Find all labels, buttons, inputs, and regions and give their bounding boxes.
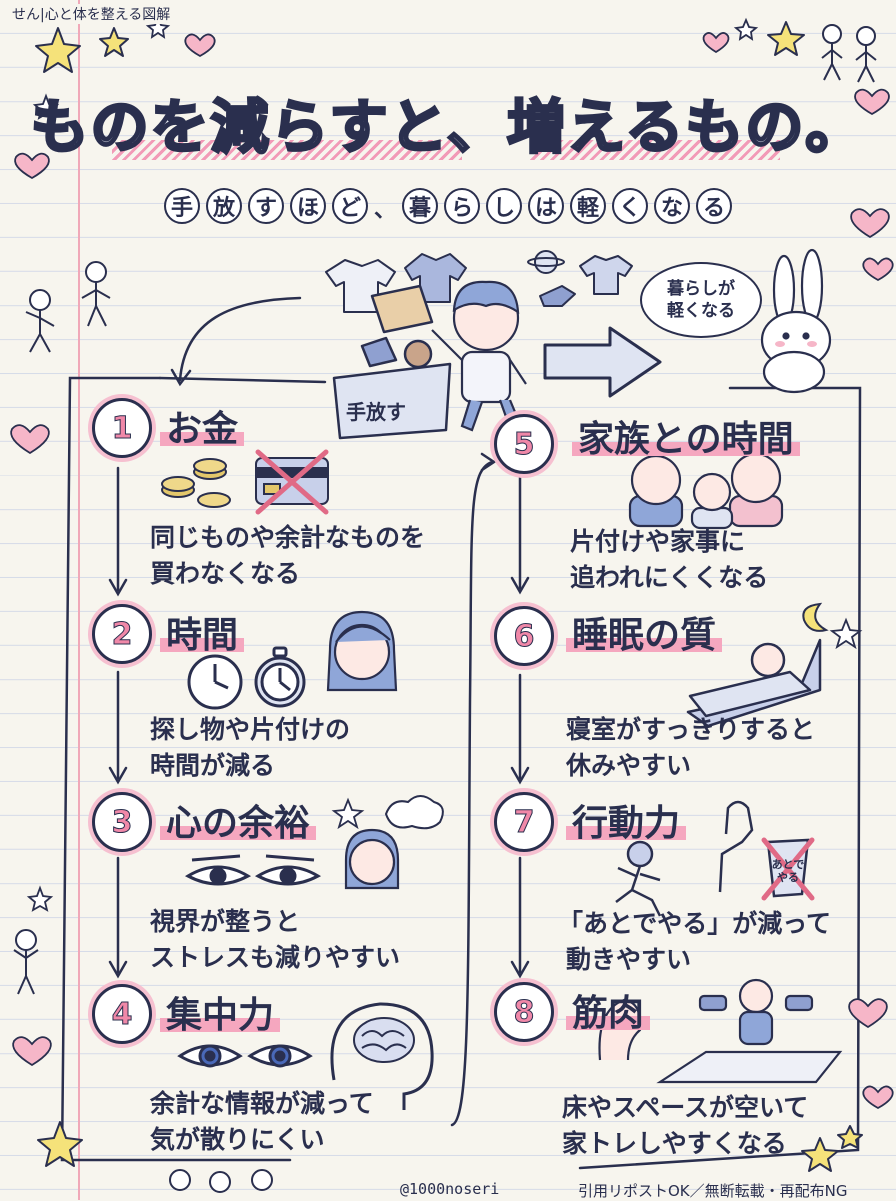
speech-bubble: 暮らしが軽くなる — [640, 262, 762, 338]
item-6-number: 6 — [494, 606, 554, 666]
item-1-desc-line2: 買わなくなる — [150, 559, 301, 588]
subtitle-char: 放 — [205, 188, 242, 224]
main-title: ものを減らすと、増えるもの。 — [29, 92, 866, 163]
item-4-title: 集中力 — [160, 986, 281, 1038]
item-1-number: 1 — [92, 398, 152, 458]
subtitle: 手 放 す ほ ど 、 暮 ら し は 軽 く な る — [0, 188, 896, 224]
item-1-title: お金 — [160, 400, 245, 452]
item-5-title: 家族との時間 — [572, 410, 800, 462]
item-6-title: 睡眠の質 — [566, 606, 723, 658]
item-4-number: 4 — [92, 984, 152, 1044]
item-7-desc-line2: 動きやすい — [566, 945, 692, 974]
item-6-desc-line2: 休みやすい — [566, 751, 692, 780]
item-8-title: 筋肉 — [566, 984, 651, 1036]
header-label: せん|心と体を整える図解 — [8, 4, 175, 24]
subtitle-char: ほ — [289, 188, 326, 224]
item-3-number: 3 — [92, 792, 152, 852]
title-highlight-left — [112, 140, 462, 160]
license-notice: 引用リポストOK／無断転載・再配布NG — [578, 1182, 848, 1200]
item-8-desc-line1: 床やスペースが空いて — [562, 1093, 809, 1122]
item-2-desc-line1: 探し物や片付けの — [150, 715, 351, 744]
subtitle-char: ど — [331, 188, 368, 224]
bubble-line: 暮らしが — [667, 279, 735, 299]
item-8-desc-line2: 家トレしやすくなる — [562, 1129, 787, 1158]
subtitle-char: く — [612, 188, 648, 224]
subtitle-char: す — [247, 188, 284, 224]
item-2-title: 時間 — [160, 606, 245, 658]
item-3-title: 心の余裕 — [160, 794, 317, 846]
subtitle-char: 軽 — [570, 188, 606, 224]
title-highlight-right — [530, 140, 780, 160]
box-label: 手放す — [346, 400, 406, 424]
subtitle-char: ら — [444, 188, 480, 224]
trash-text: あとでやる — [771, 858, 805, 884]
item-3-desc-line1: 視界が整うと — [150, 907, 301, 936]
item-4-desc-line1: 余計な情報が減って — [150, 1089, 374, 1118]
item-7-desc-line1: 「あとでやる」が減って — [558, 909, 832, 938]
notebook-margin-line — [78, 0, 80, 1200]
item-2-number: 2 — [92, 604, 152, 664]
bubble-line: 軽くなる — [667, 301, 735, 321]
item-1-desc-line1: 同じものや余計なものを — [150, 523, 426, 552]
subtitle-char: 暮 — [402, 188, 438, 224]
subtitle-char: な — [654, 188, 690, 224]
credit-handle: @1000noseri — [400, 1180, 500, 1198]
item-2-desc-line2: 時間が減る — [150, 751, 276, 780]
item-8-number: 8 — [494, 982, 554, 1042]
subtitle-char: 手 — [163, 188, 200, 224]
item-7-number: 7 — [494, 792, 554, 852]
item-7-title: 行動力 — [566, 794, 687, 846]
item-5-desc-line2: 追われにくくなる — [570, 563, 769, 592]
item-4-desc-line2: 気が散りにくい — [150, 1125, 325, 1154]
item-5-desc-line1: 片付けや家事に — [570, 527, 746, 556]
item-3-desc-line2: ストレスも減りやすい — [150, 943, 401, 972]
item-6-desc-line1: 寝室がすっきりすると — [566, 715, 816, 744]
subtitle-char: は — [528, 188, 564, 224]
subtitle-char: る — [696, 188, 732, 224]
subtitle-char: し — [486, 188, 522, 224]
subtitle-separator: 、 — [373, 198, 396, 223]
item-5-number: 5 — [494, 414, 554, 474]
